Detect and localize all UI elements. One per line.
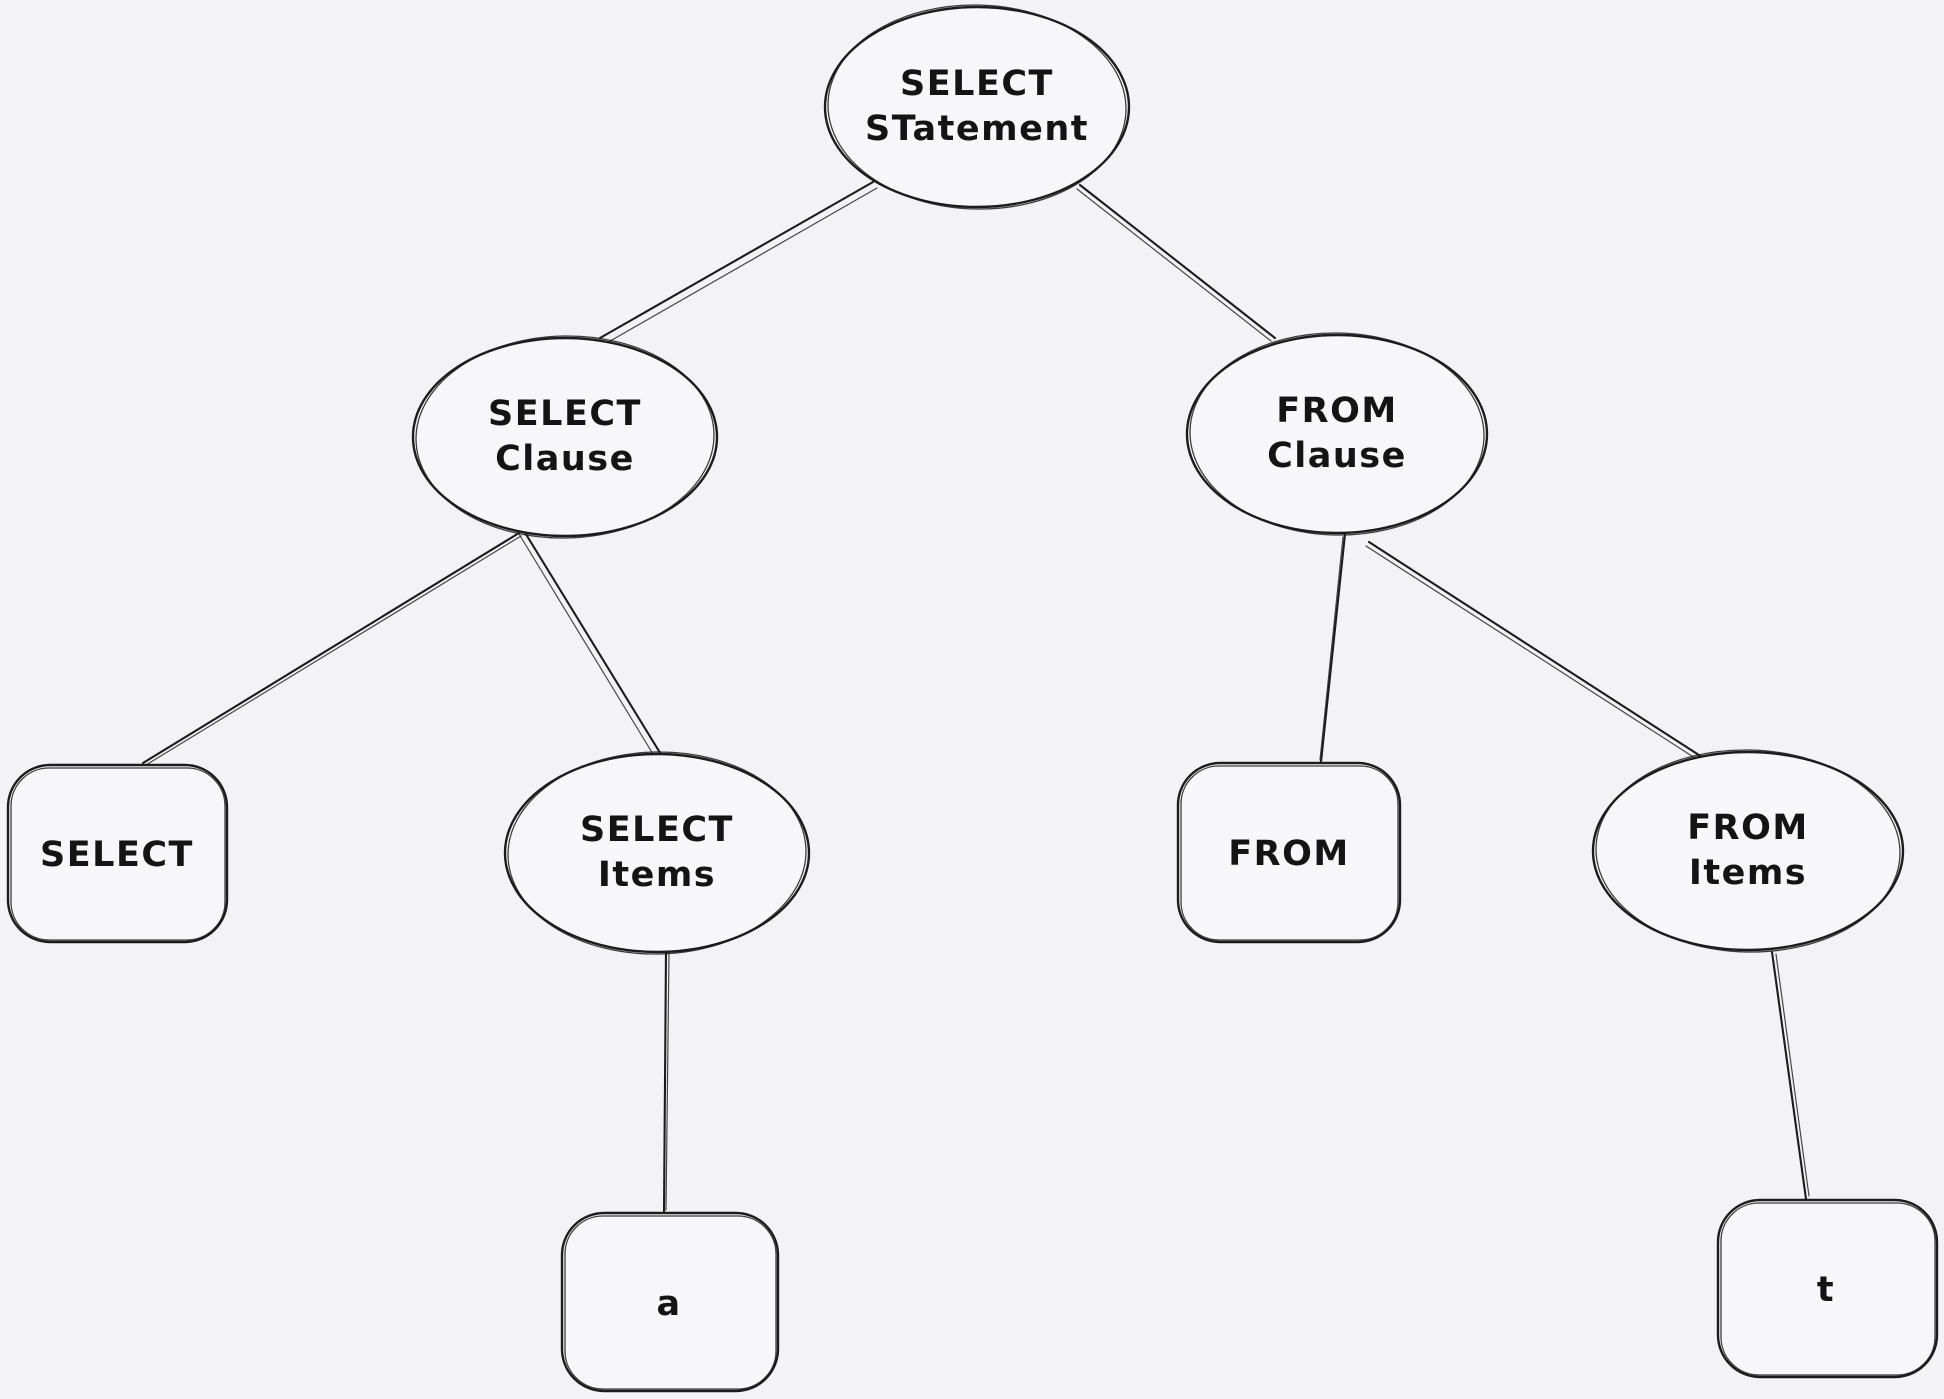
edge-from-clause-to-from-items xyxy=(1365,540,1704,761)
node-select-keyword-shape xyxy=(6,763,229,944)
node-from-items: FROM Items xyxy=(1591,749,1905,953)
edge-from-items-to-table-t xyxy=(1770,950,1810,1201)
edges xyxy=(141,180,1810,1214)
edge-select-items-to-column-a xyxy=(662,949,670,1214)
node-from-clause-shape xyxy=(1185,333,1489,535)
node-select-clause: SELECT Clause xyxy=(411,335,719,539)
node-select-clause-shape xyxy=(411,336,719,538)
node-select-statement-shape-overdraw xyxy=(827,4,1127,210)
edge-select-statement-to-from-clause xyxy=(1076,183,1277,342)
node-label: Clause xyxy=(1267,436,1407,476)
node-label: SELECT xyxy=(900,64,1054,104)
node-column-a: a xyxy=(560,1211,780,1393)
node-table-t-shape xyxy=(1716,1198,1939,1379)
node-select-items-shape xyxy=(503,752,811,954)
node-from-keyword: FROM xyxy=(1176,761,1402,944)
node-table-t-shape-overdraw xyxy=(1720,1202,1936,1376)
node-select-keyword-shape-overdraw xyxy=(10,767,226,941)
node-select-items: SELECT Items xyxy=(503,751,811,955)
edge-select-clause-to-select-items xyxy=(518,529,664,760)
edge-select-statement-to-select-clause xyxy=(598,180,878,345)
node-label: SELECT xyxy=(580,810,734,850)
node-column-a-shape xyxy=(560,1211,780,1393)
node-label: SELECT xyxy=(488,394,642,434)
node-label: a xyxy=(656,1284,681,1324)
node-from-keyword-shape-overdraw xyxy=(1180,765,1399,941)
node-column-a-shape-overdraw xyxy=(564,1215,777,1390)
node-from-clause-shape-overdraw xyxy=(1189,332,1485,536)
edge-select-clause-to-select-keyword xyxy=(141,531,522,766)
node-label: SELECT xyxy=(40,835,194,875)
node-select-items-shape-overdraw xyxy=(507,751,807,955)
node-label: FROM xyxy=(1228,834,1349,874)
node-label: Clause xyxy=(495,439,635,479)
node-select-clause-shape-overdraw xyxy=(415,335,715,539)
node-table-t: t xyxy=(1716,1198,1939,1379)
node-label: FROM xyxy=(1687,808,1808,848)
node-from-items-shape-overdraw xyxy=(1595,749,1901,953)
node-label: FROM xyxy=(1276,391,1397,431)
edge-from-clause-to-from-keyword xyxy=(1319,532,1347,764)
node-select-keyword: SELECT xyxy=(6,763,229,944)
node-from-keyword-shape xyxy=(1176,761,1402,944)
node-from-items-shape xyxy=(1591,750,1905,952)
node-label: Items xyxy=(598,855,716,895)
node-from-clause: FROM Clause xyxy=(1185,332,1489,536)
node-label: t xyxy=(1817,1270,1835,1310)
node-label: Items xyxy=(1689,853,1807,893)
node-label: STatement xyxy=(865,109,1089,149)
node-select-statement: SELECT STatement xyxy=(823,4,1131,210)
node-select-statement-shape xyxy=(823,5,1131,209)
